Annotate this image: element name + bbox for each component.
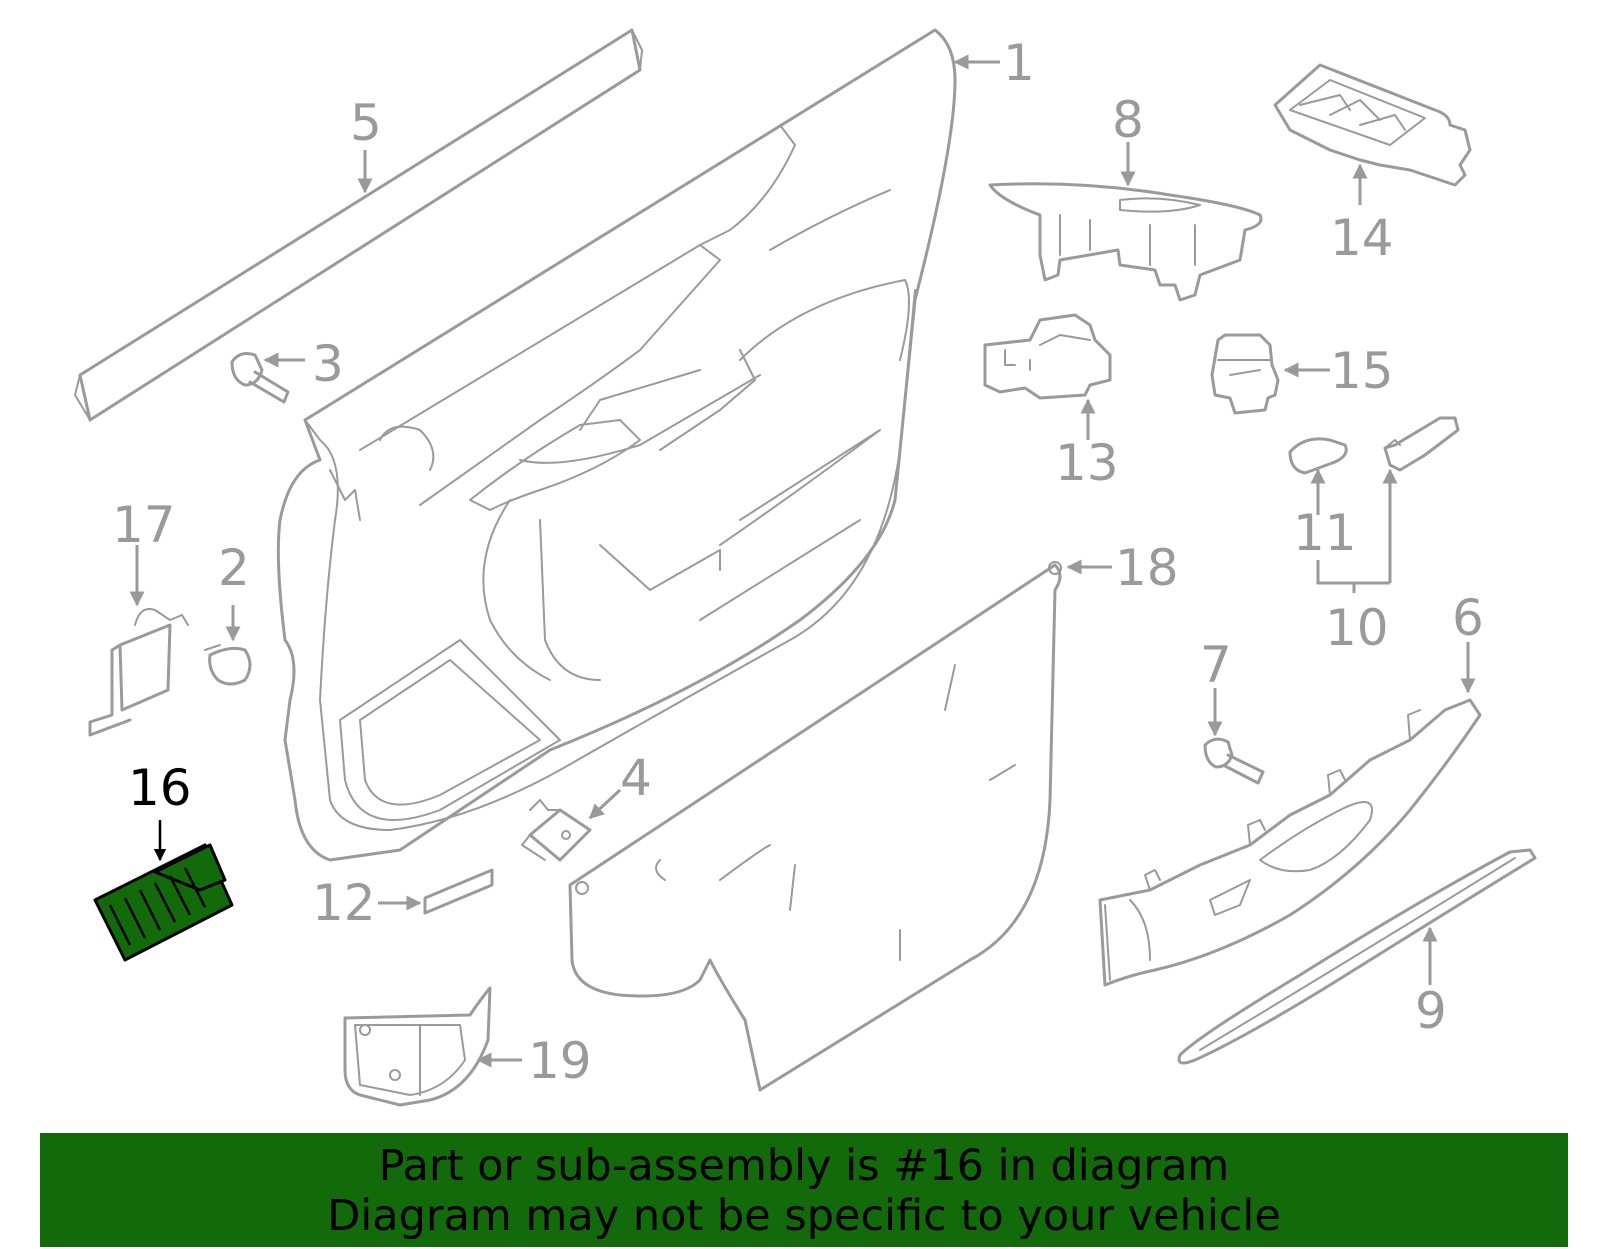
label-6: 6 xyxy=(1452,589,1484,647)
label-4: 4 xyxy=(620,749,652,807)
part-9-strip xyxy=(1177,848,1537,1065)
part-18-sheet xyxy=(568,559,1112,1092)
label-9: 9 xyxy=(1415,982,1447,1040)
part-15-switch xyxy=(1210,333,1330,415)
label-5: 5 xyxy=(350,94,382,152)
part-16-switch-assembly xyxy=(93,820,234,962)
part-11-cap xyxy=(1288,437,1348,515)
part-12-strip xyxy=(378,868,494,915)
label-2: 2 xyxy=(218,539,250,597)
part-7-bolt xyxy=(1203,688,1265,785)
part-8-switch-bezel xyxy=(988,142,1263,302)
label-11: 11 xyxy=(1293,504,1357,562)
part-1-door-trim-panel xyxy=(276,28,957,862)
label-16: 16 xyxy=(128,759,192,817)
label-18: 18 xyxy=(1115,539,1179,597)
label-3: 3 xyxy=(312,335,344,393)
part-14-switch-assembly xyxy=(1273,63,1472,205)
part-2-clip xyxy=(204,605,252,686)
part-3-bolt xyxy=(230,352,305,404)
label-17: 17 xyxy=(112,496,176,554)
part-10-cap xyxy=(1316,416,1460,593)
part-6-armrest xyxy=(1098,642,1482,987)
label-1: 1 xyxy=(1003,34,1035,92)
part-4-bracket xyxy=(521,788,622,862)
label-15: 15 xyxy=(1330,342,1394,400)
info-banner: Part or sub-assembly is #16 in diagram D… xyxy=(40,1133,1568,1247)
label-13: 13 xyxy=(1055,434,1119,492)
banner-line-1: Part or sub-assembly is #16 in diagram xyxy=(378,1141,1230,1191)
banner-line-2: Diagram may not be specific to your vehi… xyxy=(327,1191,1281,1241)
label-8: 8 xyxy=(1112,91,1144,149)
part-13-switch xyxy=(983,313,1112,440)
part-17-bracket xyxy=(88,545,189,737)
label-19: 19 xyxy=(528,1032,592,1090)
part-19-bracket xyxy=(343,986,522,1107)
label-7: 7 xyxy=(1200,636,1232,694)
label-14: 14 xyxy=(1330,209,1394,267)
label-10: 10 xyxy=(1325,599,1389,657)
part-5-belt-molding xyxy=(74,28,643,422)
label-12: 12 xyxy=(312,874,376,932)
